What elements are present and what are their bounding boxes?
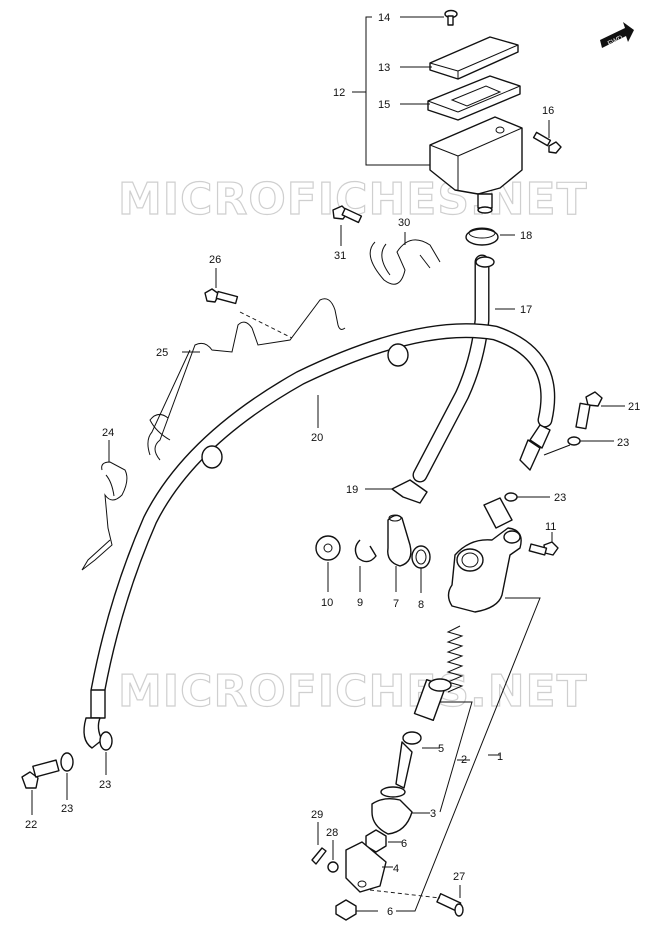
callout-13: 13 (378, 62, 390, 74)
callout-10: 10 (321, 597, 333, 609)
hose-bracket (369, 239, 441, 285)
callout-5: 5 (438, 743, 444, 755)
callout-12: 12 (333, 87, 345, 99)
callout-23-lower-right: 23 (99, 779, 111, 791)
reservoir-hose (412, 254, 495, 483)
diaphragm-plate (427, 75, 521, 121)
reservoir-body (429, 116, 523, 214)
wire-bracket (147, 298, 346, 461)
callout-4: 4 (393, 863, 399, 875)
callout-31: 31 (334, 250, 346, 262)
callout-25: 25 (156, 347, 168, 359)
callout-30: 30 (398, 217, 410, 229)
callout-16: 16 (542, 105, 554, 117)
reservoir-mount-bolt (532, 131, 562, 154)
callout-19: 19 (346, 484, 358, 496)
clevis-pin (436, 893, 464, 917)
callout-26: 26 (209, 254, 221, 266)
piston-spring (446, 625, 464, 693)
callout-18: 18 (520, 230, 532, 242)
piston (413, 678, 452, 722)
callout-8: 8 (418, 599, 424, 611)
callout-7: 7 (393, 598, 399, 610)
callout-11: 11 (545, 521, 556, 533)
o-ring (411, 545, 431, 569)
assembly-bracket-2 (439, 701, 473, 813)
callout-3: 3 (430, 808, 436, 820)
pushrod-boot (371, 797, 413, 835)
clevis-nut (335, 899, 357, 921)
sealing-washer-lower-right (99, 731, 113, 751)
sealing-washer-upper (567, 436, 581, 446)
sealing-washer-middle (504, 492, 518, 502)
cotter-pin (311, 847, 327, 865)
master-cylinder-body (447, 497, 522, 613)
callout-14: 14 (378, 12, 390, 24)
dust-boot (315, 535, 341, 561)
callout-21: 21 (628, 401, 640, 413)
callout-20: 20 (311, 432, 323, 444)
hose-clamp-lower (391, 479, 428, 504)
reservoir-screw (444, 9, 458, 26)
assembly-bracket-1 (396, 597, 541, 912)
fwd-arrow-icon: FWD (600, 22, 634, 48)
clevis (345, 841, 387, 893)
brake-hose (83, 323, 556, 749)
callout-23-upper: 23 (617, 437, 629, 449)
callout-1: 1 (497, 751, 503, 763)
pushrod (395, 731, 422, 789)
watermark-middle: MICROFICHES.NET (118, 666, 588, 717)
callout-15: 15 (378, 99, 390, 111)
callout-23-middle: 23 (554, 492, 566, 504)
reservoir-bracket (352, 16, 430, 166)
wire-bracket-bolt (204, 288, 239, 305)
hose-clamp-upper (465, 227, 499, 246)
callout-27: 27 (453, 871, 465, 883)
callout-24: 24 (102, 427, 114, 439)
pushrod-washer (380, 786, 406, 798)
callout-28: 28 (326, 827, 338, 839)
callout-9: 9 (357, 597, 363, 609)
circlip (354, 539, 377, 563)
callout-29: 29 (311, 809, 323, 821)
banjo-bolt-upper (575, 391, 603, 430)
callout-17: 17 (520, 304, 532, 316)
callout-6-upper: 6 (401, 838, 407, 850)
callout-6-lower: 6 (387, 906, 393, 918)
banjo-bolt-lower (21, 759, 60, 789)
callout-22: 22 (25, 819, 37, 831)
callout-2: 2 (461, 754, 467, 766)
hose-clip (81, 461, 128, 571)
sealing-washer-lower-left (60, 752, 74, 772)
reservoir-cap (429, 36, 519, 80)
bracket-bolt (332, 205, 363, 224)
clevis-washer (327, 861, 339, 873)
mount-bolt (528, 541, 559, 556)
callout-23-lower-left: 23 (61, 803, 73, 815)
inlet-joint (387, 514, 412, 567)
